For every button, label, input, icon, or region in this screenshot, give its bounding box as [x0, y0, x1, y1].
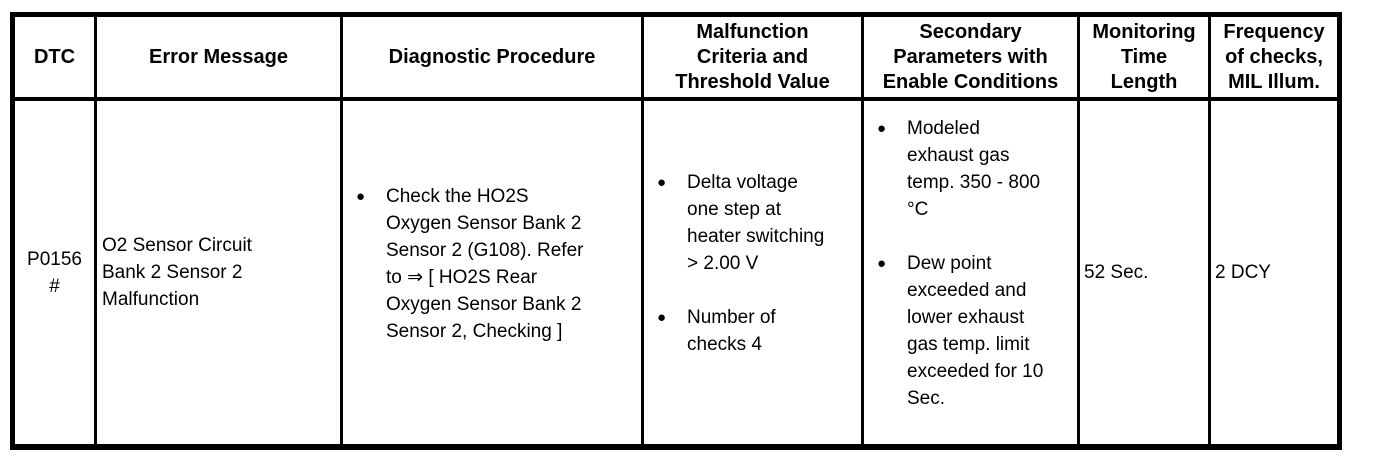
- bullet-icon: ●: [356, 187, 366, 205]
- cell-secondary-parameters: ● Modeled exhaust gas temp. 350 - 800 °C…: [864, 101, 1080, 444]
- cell-dtc-code: P0156 #: [15, 101, 97, 444]
- dtc-diagnostic-table: DTC Error Message Diagnostic Procedure M…: [10, 12, 1342, 450]
- cell-monitoring-time: 52 Sec.: [1080, 101, 1211, 444]
- header-malfunction-criteria: Malfunction Criteria and Threshold Value: [644, 17, 864, 101]
- header-error-message: Error Message: [97, 17, 343, 101]
- bullet-icon: ●: [657, 309, 667, 326]
- malfunction-bullet-item: ● Delta voltage one step at heater switc…: [657, 169, 857, 277]
- diagnostic-bullet-item: ● Check the HO2S Oxygen Sensor Bank 2 Se…: [356, 183, 637, 345]
- bullet-icon: ●: [657, 174, 667, 191]
- cell-error-message: O2 Sensor Circuit Bank 2 Sensor 2 Malfun…: [97, 101, 343, 444]
- malfunction-bullet-text: Number of checks 4: [687, 307, 776, 355]
- malfunction-bullet-item: ● Number of checks 4: [657, 304, 857, 358]
- secondary-bullet-text: Dew point exceeded and lower exhaust gas…: [907, 253, 1044, 409]
- malfunction-bullet-text: Delta voltage one step at heater switchi…: [687, 172, 825, 274]
- header-dtc: DTC: [15, 17, 97, 101]
- header-secondary-parameters: Secondary Parameters with Enable Conditi…: [864, 17, 1080, 101]
- secondary-bullet-item: ● Dew point exceeded and lower exhaust g…: [877, 250, 1073, 412]
- bullet-icon: ●: [877, 120, 887, 137]
- cell-frequency: 2 DCY: [1215, 262, 1271, 283]
- cell-diagnostic-procedure: ● Check the HO2S Oxygen Sensor Bank 2 Se…: [343, 101, 644, 444]
- bullet-icon: ●: [877, 255, 887, 272]
- cell-malfunction-criteria: ● Delta voltage one step at heater switc…: [644, 101, 864, 444]
- diagnostic-bullet-text: Check the HO2S Oxygen Sensor Bank 2 Sens…: [386, 185, 584, 342]
- secondary-bullet-text: Modeled exhaust gas temp. 350 - 800 °C: [907, 118, 1041, 220]
- header-frequency: Frequency of checks, MIL Illum.: [1211, 17, 1337, 101]
- header-diagnostic-procedure: Diagnostic Procedure: [343, 17, 644, 101]
- header-monitoring-time: Monitoring Time Length: [1080, 17, 1211, 101]
- secondary-bullet-item: ● Modeled exhaust gas temp. 350 - 800 °C: [877, 115, 1073, 223]
